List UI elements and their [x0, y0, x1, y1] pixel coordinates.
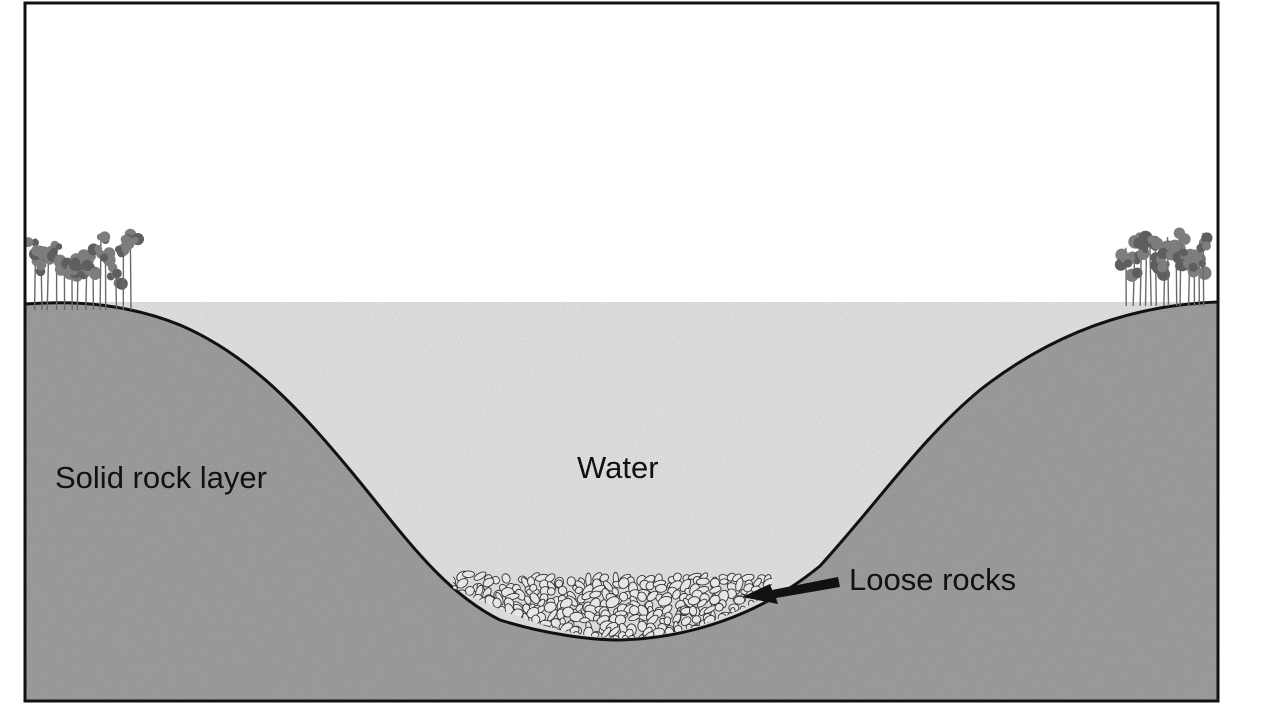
tree-trunk — [100, 234, 101, 310]
tree-foliage — [82, 260, 93, 271]
tree-foliage — [31, 245, 42, 256]
tree-foliage — [1147, 235, 1156, 244]
pebble — [462, 571, 474, 578]
tree-foliage — [100, 254, 108, 262]
tree-foliage — [56, 243, 63, 250]
loose-rocks-label: Loose rocks — [849, 562, 1016, 597]
pebble — [567, 577, 575, 586]
tree-foliage — [1180, 249, 1188, 257]
tree-foliage — [89, 268, 101, 280]
water-label: Water — [577, 450, 659, 485]
tree-foliage — [54, 261, 61, 268]
tree-foliage — [1198, 266, 1212, 280]
tree-foliage — [112, 269, 122, 279]
tree-foliage — [116, 278, 128, 290]
tree-foliage — [1143, 247, 1149, 253]
tree-foliage — [1179, 233, 1191, 245]
tree-foliage — [1202, 241, 1211, 250]
tree-foliage — [132, 237, 139, 244]
tree-foliage — [1199, 260, 1206, 267]
tree-foliage — [1168, 240, 1181, 253]
tree-foliage — [38, 260, 47, 269]
tree-foliage — [97, 233, 104, 240]
pebble — [720, 579, 729, 585]
tree-foliage — [118, 251, 124, 257]
pebble — [664, 617, 671, 625]
pebble — [629, 606, 639, 615]
tree-foliage — [121, 235, 130, 244]
tree-foliage — [1163, 261, 1169, 267]
solid-rock-label: Solid rock layer — [55, 460, 267, 495]
tree-foliage — [1189, 263, 1198, 272]
tree-foliage — [1124, 259, 1132, 267]
